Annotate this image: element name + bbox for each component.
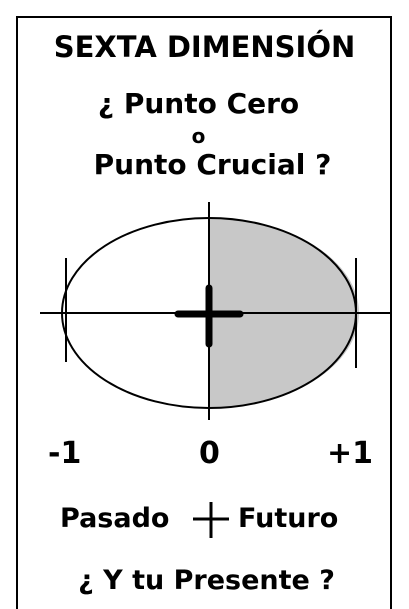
footer-question: ¿ Y tu Presente ?	[78, 565, 335, 596]
frame-border-right	[390, 16, 392, 609]
question-line-2: Punto Crucial ?	[93, 148, 332, 181]
diagram-title: SEXTA DIMENSIÓN	[53, 30, 356, 64]
frame-border-left	[16, 16, 18, 609]
frame-border-top	[16, 16, 392, 18]
timeline-past-label: Pasado	[60, 503, 170, 534]
scale-label-plus-one: +1	[327, 436, 374, 471]
scale-label-zero: 0	[199, 436, 220, 471]
question-line-1: ¿ Punto Cero	[97, 87, 300, 120]
scale-label-minus-one: -1	[48, 436, 82, 471]
timeline-future-label: Futuro	[238, 503, 339, 534]
question-conjunction: o	[191, 124, 206, 148]
